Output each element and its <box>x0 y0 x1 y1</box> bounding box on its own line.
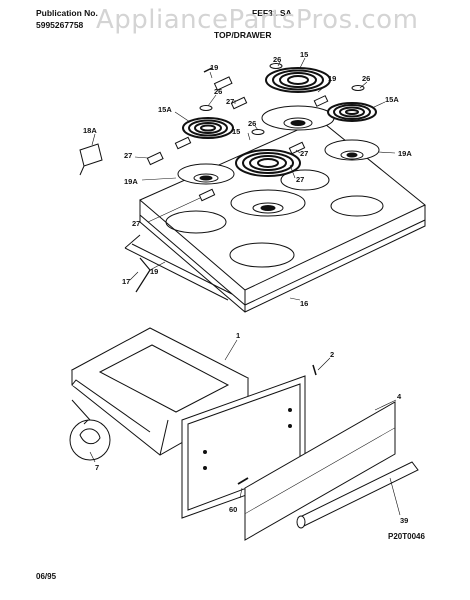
surface-elements <box>182 67 377 177</box>
callout-labels: 26 15 26 19 19 26 27 15A 15A 18A 26 15 2… <box>83 50 412 525</box>
model-number: FEF31 SA <box>252 8 292 18</box>
leader-lines-drawer <box>89 339 401 516</box>
callout-4: 4 <box>397 392 402 401</box>
callout-60: 60 <box>229 505 237 514</box>
callout-19: 19 <box>328 74 336 83</box>
callout-15A: 15A <box>385 95 399 104</box>
section-title: TOP/DRAWER <box>214 30 272 40</box>
element-center-large <box>235 149 301 177</box>
leader-lines-top <box>91 57 396 301</box>
callout-27: 27 <box>226 97 234 106</box>
callout-18A: 18A <box>83 126 97 135</box>
element-rear-large <box>265 67 331 93</box>
element-left-front <box>182 117 234 139</box>
callout-26: 26 <box>214 87 222 96</box>
callout-15: 15 <box>232 127 240 136</box>
publication-label: Publication No. <box>36 8 98 18</box>
callout-26: 26 <box>362 74 370 83</box>
callout-15A: 15A <box>158 105 172 114</box>
drawer-assembly <box>69 327 419 541</box>
callout-27: 27 <box>124 151 132 160</box>
callout-27: 27 <box>132 219 140 228</box>
callout-17: 17 <box>122 277 130 286</box>
callout-39: 39 <box>400 516 408 525</box>
footer-date: 06/95 <box>36 572 57 581</box>
watermark: AppliancePartsPros.com <box>96 5 419 35</box>
callout-7: 7 <box>95 463 99 472</box>
callout-18: 19 <box>210 63 218 72</box>
callout-27: 27 <box>300 149 308 158</box>
callout-16: 16 <box>300 299 308 308</box>
callout-27: 27 <box>296 175 304 184</box>
callout-2: 2 <box>330 350 334 359</box>
callout-15: 15 <box>300 50 308 59</box>
callout-19A: 19A <box>398 149 412 158</box>
element-right-small <box>327 102 377 122</box>
receptacles <box>79 63 365 293</box>
callout-1: 1 <box>236 331 240 340</box>
callout-26: 26 <box>273 55 281 64</box>
figure-id: P20T0046 <box>388 532 425 541</box>
callout-19: 19 <box>150 267 158 276</box>
callout-26: 26 <box>248 119 256 128</box>
callout-19A: 19A <box>124 177 138 186</box>
publication-number: 5995267758 <box>36 20 84 30</box>
